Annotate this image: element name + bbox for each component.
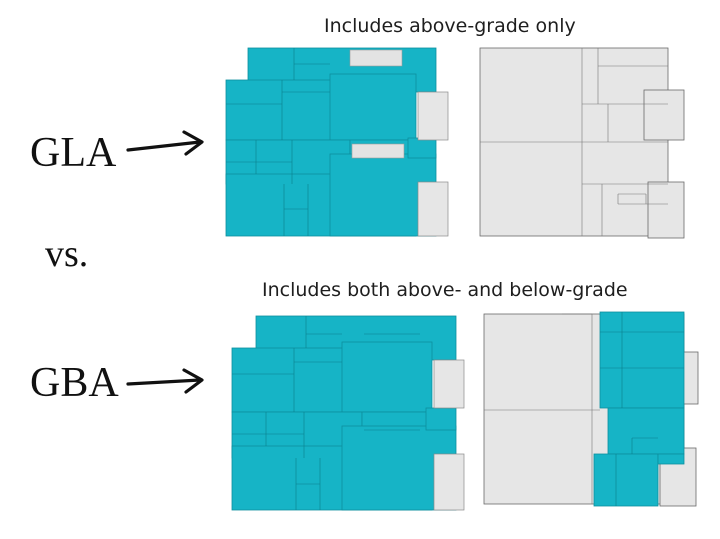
gla-above-grade-plan [222, 44, 454, 240]
gla-label: GLA [30, 130, 117, 176]
top-caption: Includes above-grade only [324, 15, 576, 37]
gba-below-grade-plan [482, 308, 700, 510]
gla-below-grade-plan [478, 44, 690, 240]
bottom-caption: Includes both above- and below-grade [262, 279, 628, 301]
right-arrow-icon [126, 130, 204, 156]
right-arrow-icon [126, 368, 204, 394]
gba-label: GBA [30, 360, 119, 406]
gba-above-grade-plan [230, 312, 468, 514]
vs-label: vs. [45, 233, 89, 275]
